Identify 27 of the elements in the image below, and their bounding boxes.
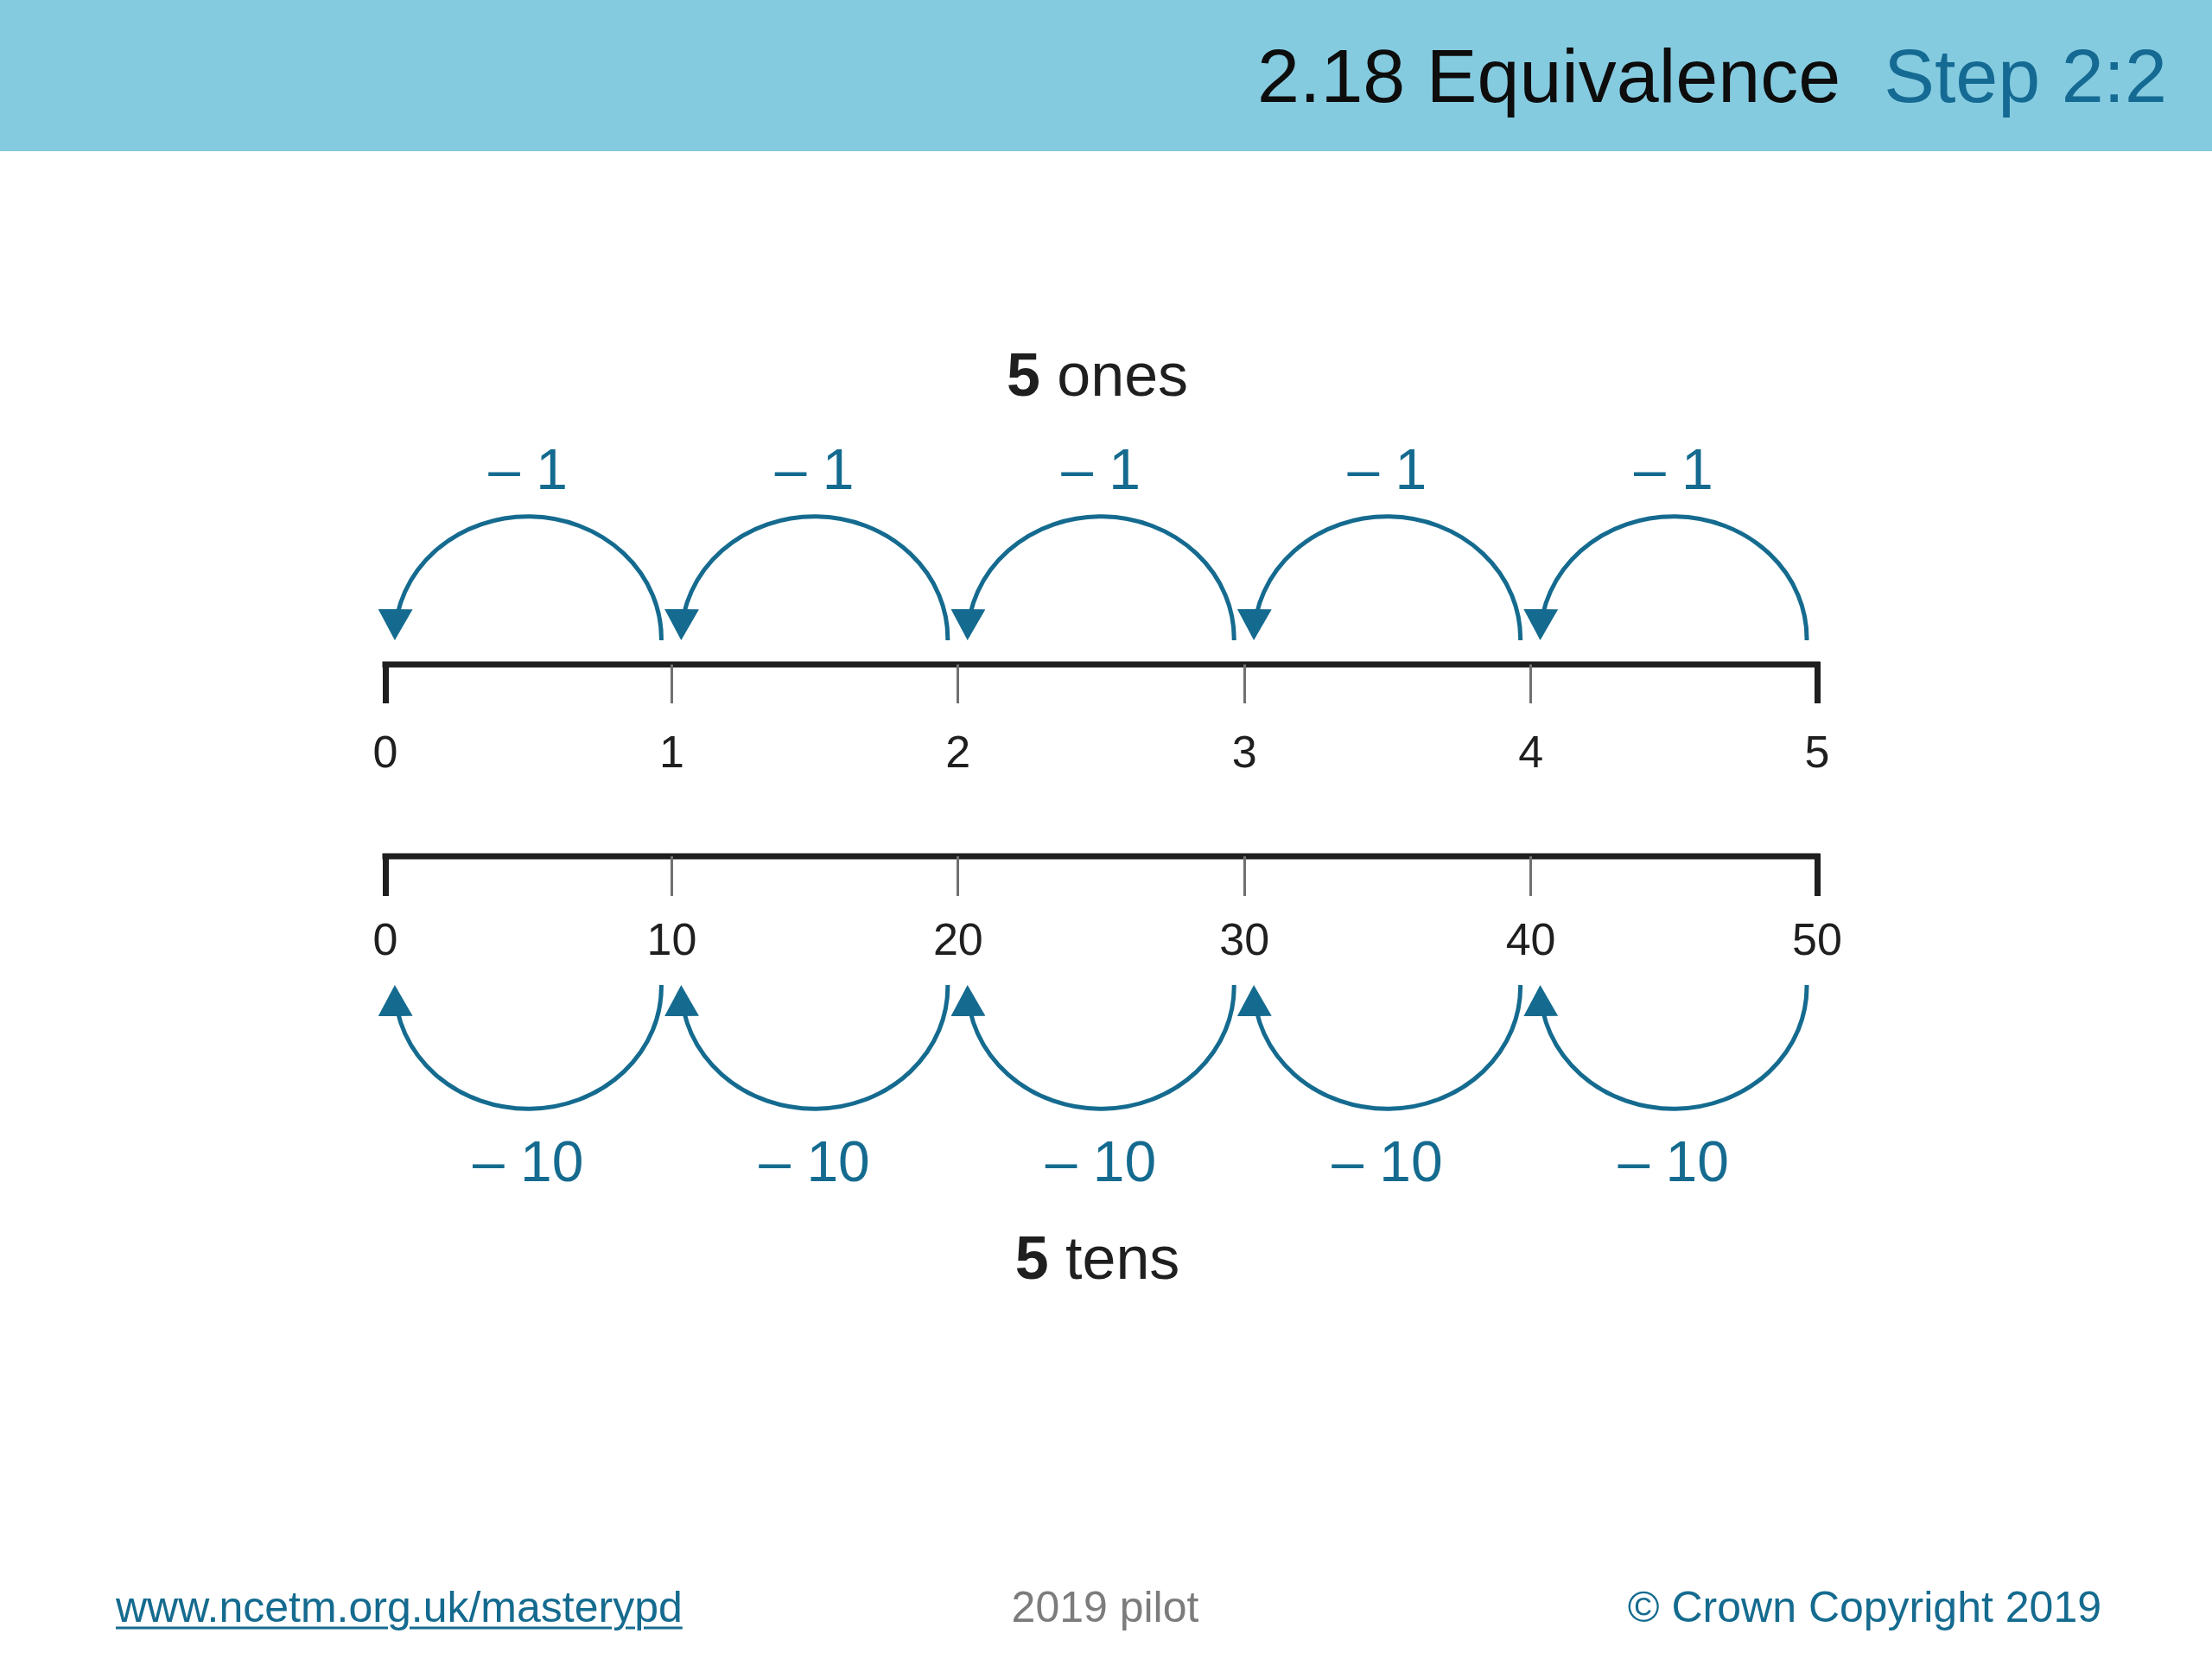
number-line-tick: 2 — [923, 640, 993, 773]
number-line-tick: 0 — [351, 853, 420, 985]
jump-arrow — [952, 514, 1236, 641]
number-line-tick: 1 — [637, 640, 707, 773]
number-line-tick: 5 — [1783, 640, 1852, 773]
jump-arrow — [379, 984, 664, 1111]
website-link: www.ncetm.org.uk/masterypd — [116, 1583, 683, 1631]
line-heading: 5 tens — [1014, 1228, 1180, 1288]
jump-arrow — [1525, 984, 1809, 1111]
number-line-tick: 10 — [637, 853, 707, 985]
footer-note: 2019 pilot — [1011, 1583, 1199, 1631]
number-line-tick: 40 — [1496, 853, 1566, 985]
jump-arrow — [952, 984, 1236, 1111]
line-heading: 5 ones — [1006, 345, 1189, 405]
jump-arrow — [379, 514, 664, 641]
jump-arrow — [1239, 514, 1523, 641]
number-line-tick: 20 — [923, 853, 993, 985]
number-line-tick: 3 — [1210, 640, 1280, 773]
number-line-tick: 0 — [351, 640, 420, 773]
jump-arrow — [666, 514, 950, 641]
jump-arrow — [666, 984, 950, 1111]
jump-arrow — [1525, 514, 1809, 641]
number-line-tick: 30 — [1210, 853, 1280, 985]
number-line-tick: 50 — [1783, 853, 1852, 985]
jump-arrow — [1239, 984, 1523, 1111]
copyright-notice: © Crown Copyright 2019 — [1627, 1583, 2101, 1631]
number-line-tick: 4 — [1496, 640, 1566, 773]
